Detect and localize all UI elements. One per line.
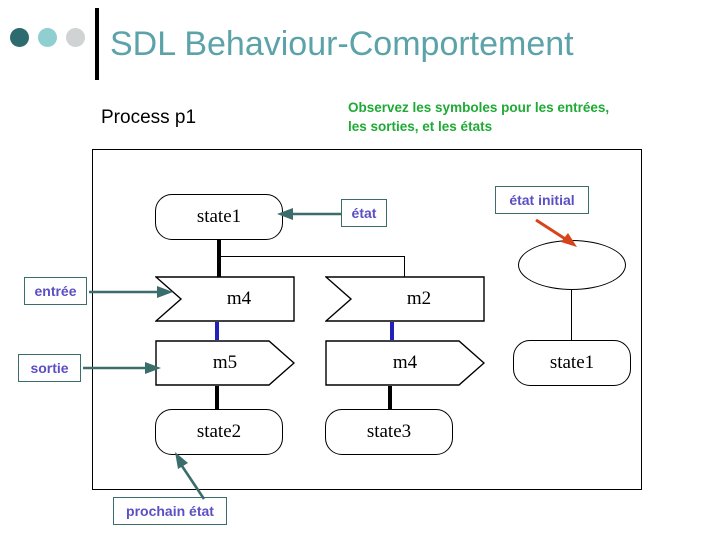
slide-title: SDL Behaviour-Comportement (110, 25, 574, 63)
bullet-dark-icon (10, 28, 29, 47)
state-symbol-state1-right: state1 (513, 340, 631, 386)
arrow-sortie-to-m5 (83, 362, 161, 374)
input-symbol-label: m2 (406, 288, 432, 309)
bullet-light-icon (66, 28, 85, 47)
output-symbol-shape (155, 340, 295, 386)
connector-m4-m5-blue (215, 322, 219, 340)
connector-m5-state2 (215, 386, 219, 409)
output-symbol-m4-col2: m4 (325, 340, 485, 386)
output-symbol-label: m4 (392, 352, 418, 373)
bullet-decoration (10, 28, 90, 50)
state-symbol-label: state1 (549, 352, 595, 373)
callout-entree[interactable]: entrée (24, 277, 87, 305)
input-symbol-shape (155, 276, 295, 322)
instruction-note: Observez les symboles pour les entrées, … (348, 98, 698, 136)
process-frame (92, 149, 642, 490)
connector-m2-m4-blue (390, 322, 394, 340)
connector-branch-down-col2 (404, 256, 406, 278)
arrow-etat-initial-to-ellipse (535, 218, 577, 247)
connector-state1-down (217, 240, 221, 278)
instruction-note-line1: Observez les symboles pour les entrées, (348, 100, 610, 115)
callout-prochain-etat[interactable]: prochain état (113, 497, 227, 525)
input-symbol-shape (325, 276, 485, 322)
connector-branch-horizontal (217, 256, 405, 258)
state-symbol-label: state3 (366, 421, 412, 442)
arrow-prochain-etat-to-state2 (175, 452, 206, 500)
callout-sortie[interactable]: sortie (18, 354, 81, 382)
process-label: Process p1 (101, 107, 197, 128)
state-symbol-state3: state3 (325, 409, 453, 455)
output-symbol-label: m5 (212, 352, 238, 373)
state-symbol-state2: state2 (155, 409, 283, 455)
callout-etat[interactable]: état (341, 199, 387, 227)
state-symbol-label: state1 (196, 206, 242, 227)
output-symbol-shape (325, 340, 485, 386)
header-vertical-rule (95, 8, 99, 80)
output-symbol-m5: m5 (155, 340, 295, 386)
connector-m4-state3 (388, 386, 392, 409)
arrow-entree-to-m4 (89, 286, 173, 298)
instruction-note-line2: les sorties, et les états (348, 119, 493, 134)
bullet-mid-icon (38, 28, 57, 47)
input-symbol-label: m4 (226, 288, 252, 309)
state-symbol-label: state2 (196, 421, 242, 442)
callout-etat-initial[interactable]: état initial (495, 186, 589, 214)
input-symbol-m4: m4 (155, 276, 295, 322)
arrow-etat-to-state1 (277, 208, 341, 220)
connector-start-state1 (571, 290, 573, 340)
input-symbol-m2: m2 (325, 276, 485, 322)
state-symbol-state1-top: state1 (155, 194, 283, 240)
